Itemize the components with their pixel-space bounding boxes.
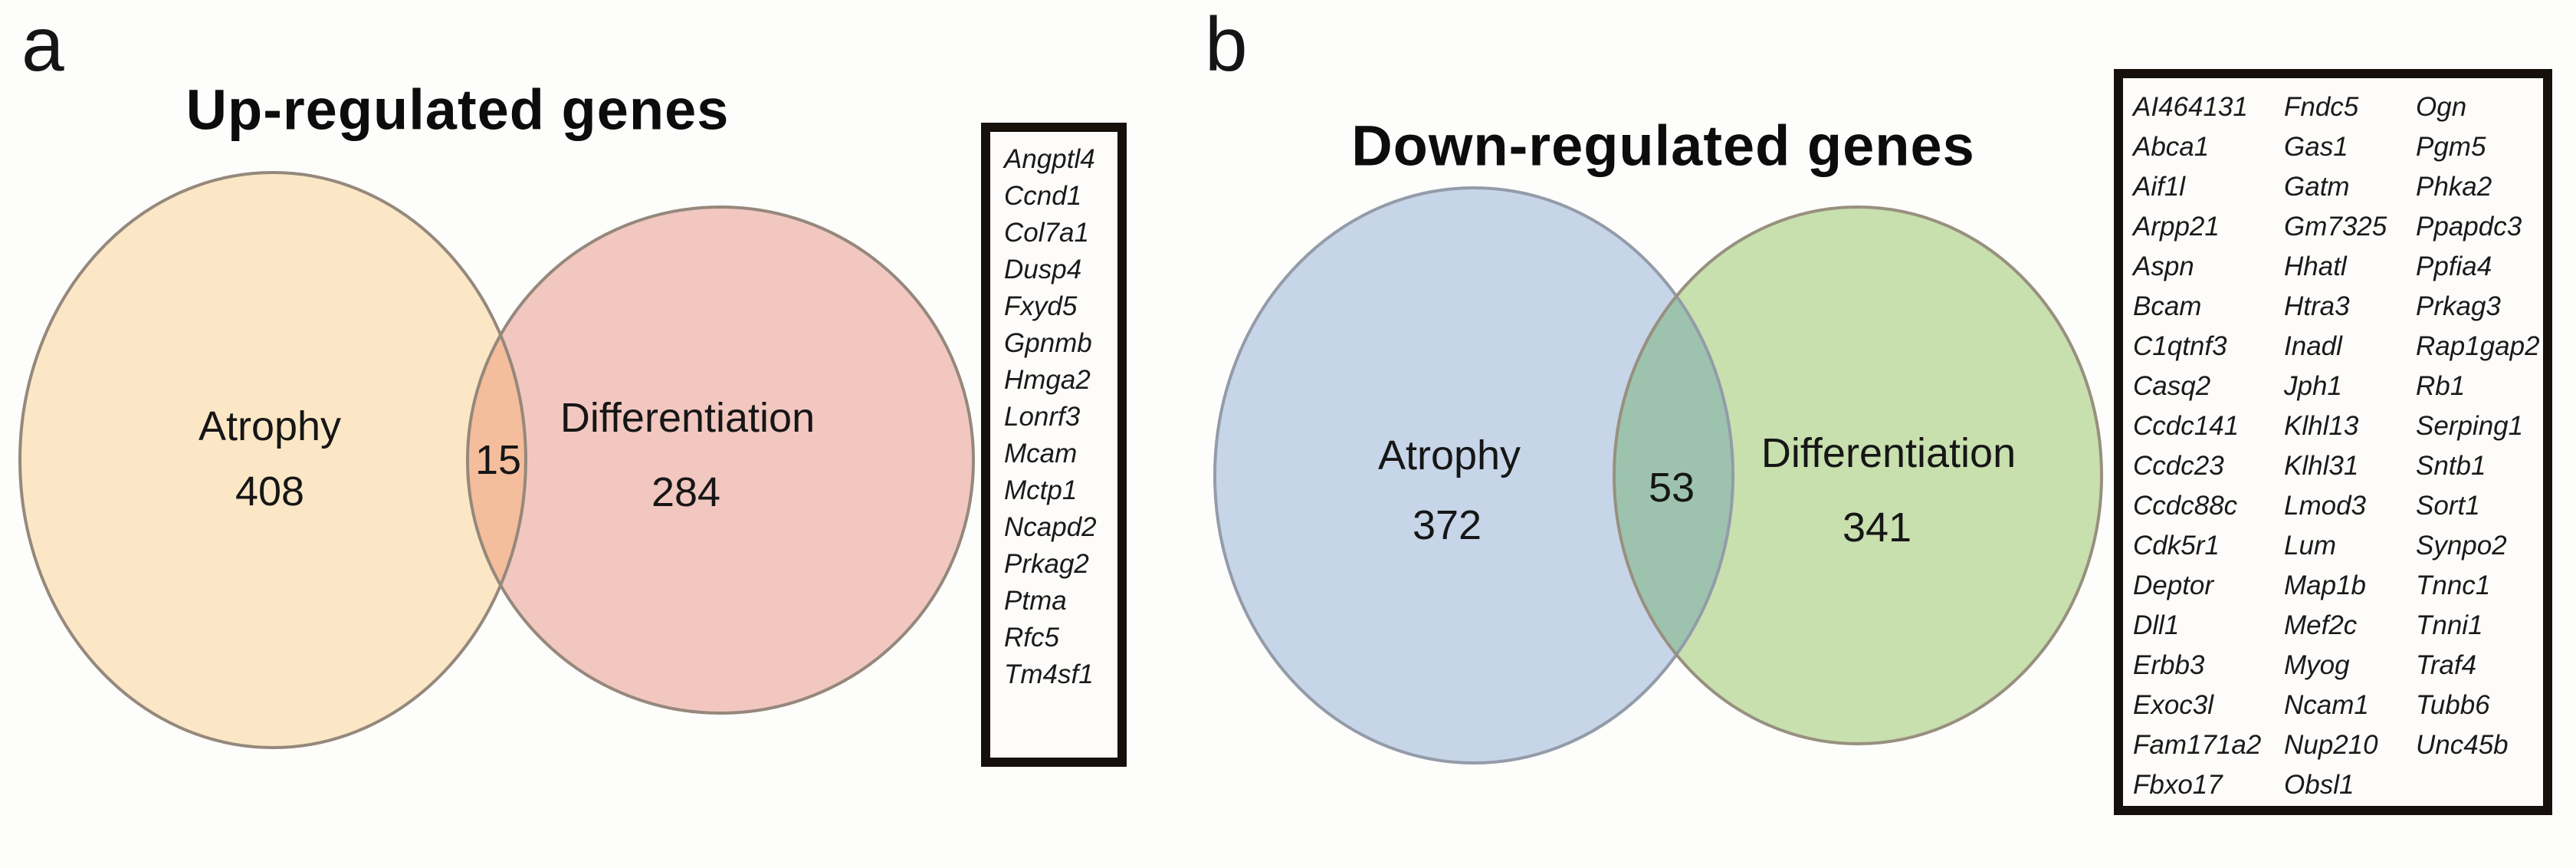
gene-name: Ncapd2 (1004, 512, 1097, 542)
differentiation-down-circle-outline (1613, 205, 2103, 745)
gene-name: Gatm (2284, 172, 2350, 202)
atrophy-down-count: 372 (1412, 502, 1482, 548)
gene-name: Mcam (1004, 439, 1078, 469)
gene-name: Gas1 (2284, 132, 2348, 162)
gene-name: Traf4 (2416, 650, 2477, 680)
gene-name: Obsl1 (2284, 770, 2354, 800)
panel-b-title: Down-regulated genes (1351, 113, 1975, 178)
gene-name: Phka2 (2416, 172, 2492, 202)
atrophy-down-circle-outline (1213, 186, 1734, 764)
atrophy-down-set-label: Atrophy (1377, 432, 1521, 478)
gene-name: Ccdc141 (2133, 411, 2240, 441)
gene-name: C1qtnf3 (2133, 331, 2227, 361)
venn-up-regulated (18, 171, 975, 749)
gene-name: Bcam (2133, 291, 2202, 321)
gene-name: Col7a1 (1004, 218, 1089, 248)
gene-name: Klhl13 (2284, 411, 2359, 441)
gene-name: Fxyd5 (1004, 291, 1078, 321)
gene-name: Klhl31 (2284, 451, 2359, 481)
gene-name: Ccdc88c (2133, 491, 2238, 521)
gene-name: Lmod3 (2284, 491, 2367, 521)
gene-name: Abca1 (2133, 132, 2210, 162)
differentiation-down-set-label: Differentiation (1761, 430, 2016, 476)
gene-name: Ccdc23 (2133, 451, 2224, 481)
gene-name: Deptor (2133, 570, 2214, 600)
panel-a-title: Up-regulated genes (185, 77, 730, 142)
gene-name: Map1b (2284, 570, 2367, 600)
gene-name: Synpo2 (2416, 531, 2507, 561)
gene-name: Gm7325 (2284, 212, 2387, 242)
differentiation-up-set-label: Differentiation (560, 395, 815, 441)
gene-name: Arpp21 (2133, 212, 2220, 242)
gene-name: Aspn (2133, 252, 2194, 281)
gene-name: Rb1 (2416, 371, 2466, 401)
differentiation-up-count: 284 (651, 469, 721, 515)
panel-a-label: a (21, 2, 64, 87)
gene-name: Sntb1 (2416, 451, 2486, 481)
gene-name: Htra3 (2284, 291, 2350, 321)
gene-name: Angptl4 (1004, 144, 1095, 174)
atrophy-up-set-label: Atrophy (198, 403, 342, 449)
gene-name: Tubb6 (2416, 690, 2490, 720)
gene-name: Erbb3 (2133, 650, 2205, 680)
gene-name: Fndc5 (2284, 92, 2359, 122)
gene-name: Rap1gap2 (2416, 331, 2540, 361)
gene-name: Prkag3 (2416, 291, 2501, 321)
gene-name: Prkag2 (1004, 549, 1089, 579)
gene-name: Dusp4 (1004, 255, 1082, 284)
gene-name: Serping1 (2416, 411, 2524, 441)
gene-name: Tnni1 (2416, 610, 2483, 640)
gene-name: Nup210 (2284, 730, 2378, 760)
gene-name: Aif1l (2133, 172, 2186, 202)
overlap-down-count: 53 (1648, 465, 1695, 511)
gene-name: Hhatl (2284, 252, 2347, 281)
differentiation-up-circle-outline (466, 205, 975, 715)
gene-name: Mef2c (2284, 610, 2358, 640)
gene-name: Tm4sf1 (1004, 659, 1094, 689)
gene-name: Lonrf3 (1004, 402, 1081, 432)
gene-name: Inadl (2284, 331, 2342, 361)
gene-name: Ogn (2416, 92, 2467, 122)
gene-name: Cdk5r1 (2133, 531, 2220, 561)
differentiation-up-circle (468, 207, 973, 713)
gene-name: Hmga2 (1004, 365, 1091, 395)
gene-name: Rfc5 (1004, 623, 1059, 653)
gene-name: Mctp1 (1004, 475, 1078, 505)
gene-name: Ppfia4 (2416, 252, 2492, 281)
atrophy-up-circle-outline (18, 171, 527, 749)
overlap-up-count: 15 (474, 437, 522, 483)
gene-name: Sort1 (2416, 491, 2480, 521)
gene-name: Jph1 (2284, 371, 2342, 401)
gene-name: Casq2 (2133, 371, 2211, 401)
differentiation-down-count: 341 (1842, 505, 1912, 551)
gene-name: Myog (2284, 650, 2350, 680)
gene-name: Fam171a2 (2133, 730, 2262, 760)
gene-name: Ptma (1004, 586, 1067, 616)
gene-name: Fbxo17 (2133, 770, 2223, 800)
venn-down-regulated (1213, 186, 2103, 764)
atrophy-up-count: 408 (235, 469, 305, 515)
gene-name: Ccnd1 (1004, 181, 1082, 211)
gene-name: Exoc3l (2133, 690, 2214, 720)
gene-name: Unc45b (2416, 730, 2509, 760)
gene-name: AI464131 (2133, 92, 2248, 122)
panel-b-label: b (1205, 2, 1248, 87)
differentiation-down-circle (1614, 207, 2102, 744)
gene-name: Ncam1 (2284, 690, 2369, 720)
gene-name: Pgm5 (2416, 132, 2486, 162)
gene-name: Ppapdc3 (2416, 212, 2522, 242)
gene-name: Dll1 (2133, 610, 2180, 640)
gene-name: Gpnmb (1004, 328, 1092, 358)
atrophy-down-circle (1215, 188, 1733, 763)
atrophy-up-circle (20, 173, 526, 748)
gene-name: Lum (2284, 531, 2337, 561)
gene-name: Tnnc1 (2416, 570, 2491, 600)
